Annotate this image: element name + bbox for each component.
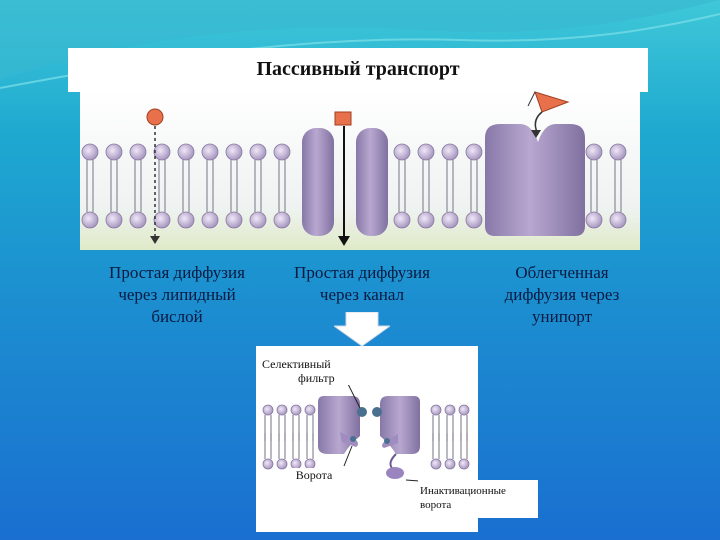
channel-protein-left <box>302 128 334 236</box>
lipid-head <box>417 143 435 161</box>
caption-line: через канал <box>319 285 405 304</box>
label-line: Инактивационные <box>420 485 506 497</box>
lipid-head <box>458 458 470 470</box>
lipid-head <box>153 211 171 229</box>
block-arrow-down-icon <box>334 312 390 346</box>
lipid-head <box>441 211 459 229</box>
lipid-head <box>276 458 288 470</box>
lipid-bilayer <box>81 143 627 229</box>
lipid-head <box>225 211 243 229</box>
caption-line: бислой <box>151 307 203 326</box>
membrane-diagram <box>80 90 640 250</box>
lipid-head <box>465 211 483 229</box>
filter-site <box>372 407 382 417</box>
title-box: Пассивный транспорт <box>68 48 648 92</box>
lipid-head <box>609 211 627 229</box>
lipid-head <box>444 458 456 470</box>
lipid-head <box>430 404 442 416</box>
caption-line: Облегченная <box>515 263 609 282</box>
filter-site <box>357 407 367 417</box>
lipid-head <box>276 404 288 416</box>
gate-label: Ворота <box>290 468 338 482</box>
selective-filter-label: Селективный фильтр <box>262 357 352 385</box>
arrow-down-icon <box>531 130 541 138</box>
lipid-head <box>458 404 470 416</box>
lipid-head <box>417 211 435 229</box>
lipid-head <box>153 143 171 161</box>
lipid-head <box>273 143 291 161</box>
lipid-head <box>465 143 483 161</box>
lipid-head <box>430 458 442 470</box>
caption-simple-channel: Простая диффузия через канал <box>272 262 452 306</box>
inactivation-gate-ball <box>386 467 404 479</box>
lipid-head <box>129 211 147 229</box>
lipid-head <box>177 143 195 161</box>
caption-simple-lipid: Простая диффузия через липидный бислой <box>82 262 272 328</box>
caption-line: диффузия через <box>504 285 620 304</box>
caption-facilitated: Облегченная диффузия через унипорт <box>472 262 652 328</box>
label-line: Селективный <box>262 357 331 371</box>
lipid-head <box>304 404 316 416</box>
lipid-head <box>129 143 147 161</box>
solute-molecule-lipid <box>146 108 164 126</box>
lipid-head <box>441 143 459 161</box>
lipid-head <box>225 143 243 161</box>
label-line: ворота <box>420 499 452 511</box>
lipid-head <box>249 143 267 161</box>
lipid-head <box>393 211 411 229</box>
lipid-bilayer-detail <box>262 404 470 470</box>
lipid-head <box>249 211 267 229</box>
lipid-head <box>609 143 627 161</box>
lipid-head <box>273 211 291 229</box>
solute-molecule-channel <box>334 111 352 126</box>
lipid-head <box>201 143 219 161</box>
label-line: фильтр <box>298 371 335 385</box>
lipid-head <box>290 404 302 416</box>
caption-line: через липидный <box>118 285 236 304</box>
gate-left <box>340 432 358 447</box>
lipid-head <box>201 211 219 229</box>
inactivation-gate-label: Инактивационные ворота <box>418 480 538 518</box>
page-title: Пассивный транспорт <box>256 58 460 80</box>
solute-flag-uniporter <box>534 91 570 113</box>
caption-line: унипорт <box>532 307 592 326</box>
lipid-head <box>262 404 274 416</box>
lipid-head <box>393 143 411 161</box>
uniporter-protein <box>485 124 585 236</box>
lipid-head <box>262 458 274 470</box>
arrow-down-icon <box>150 236 160 244</box>
lipid-head <box>81 143 99 161</box>
lipid-head <box>585 143 603 161</box>
lipid-head <box>585 211 603 229</box>
arrow-down-icon <box>338 236 350 246</box>
caption-line: Простая диффузия <box>109 263 245 282</box>
lipid-head <box>177 211 195 229</box>
lipid-head <box>105 211 123 229</box>
lipid-head <box>444 404 456 416</box>
caption-line: Простая диффузия <box>294 263 430 282</box>
lipid-head <box>105 143 123 161</box>
channel-protein-right <box>356 128 388 236</box>
lipid-head <box>81 211 99 229</box>
